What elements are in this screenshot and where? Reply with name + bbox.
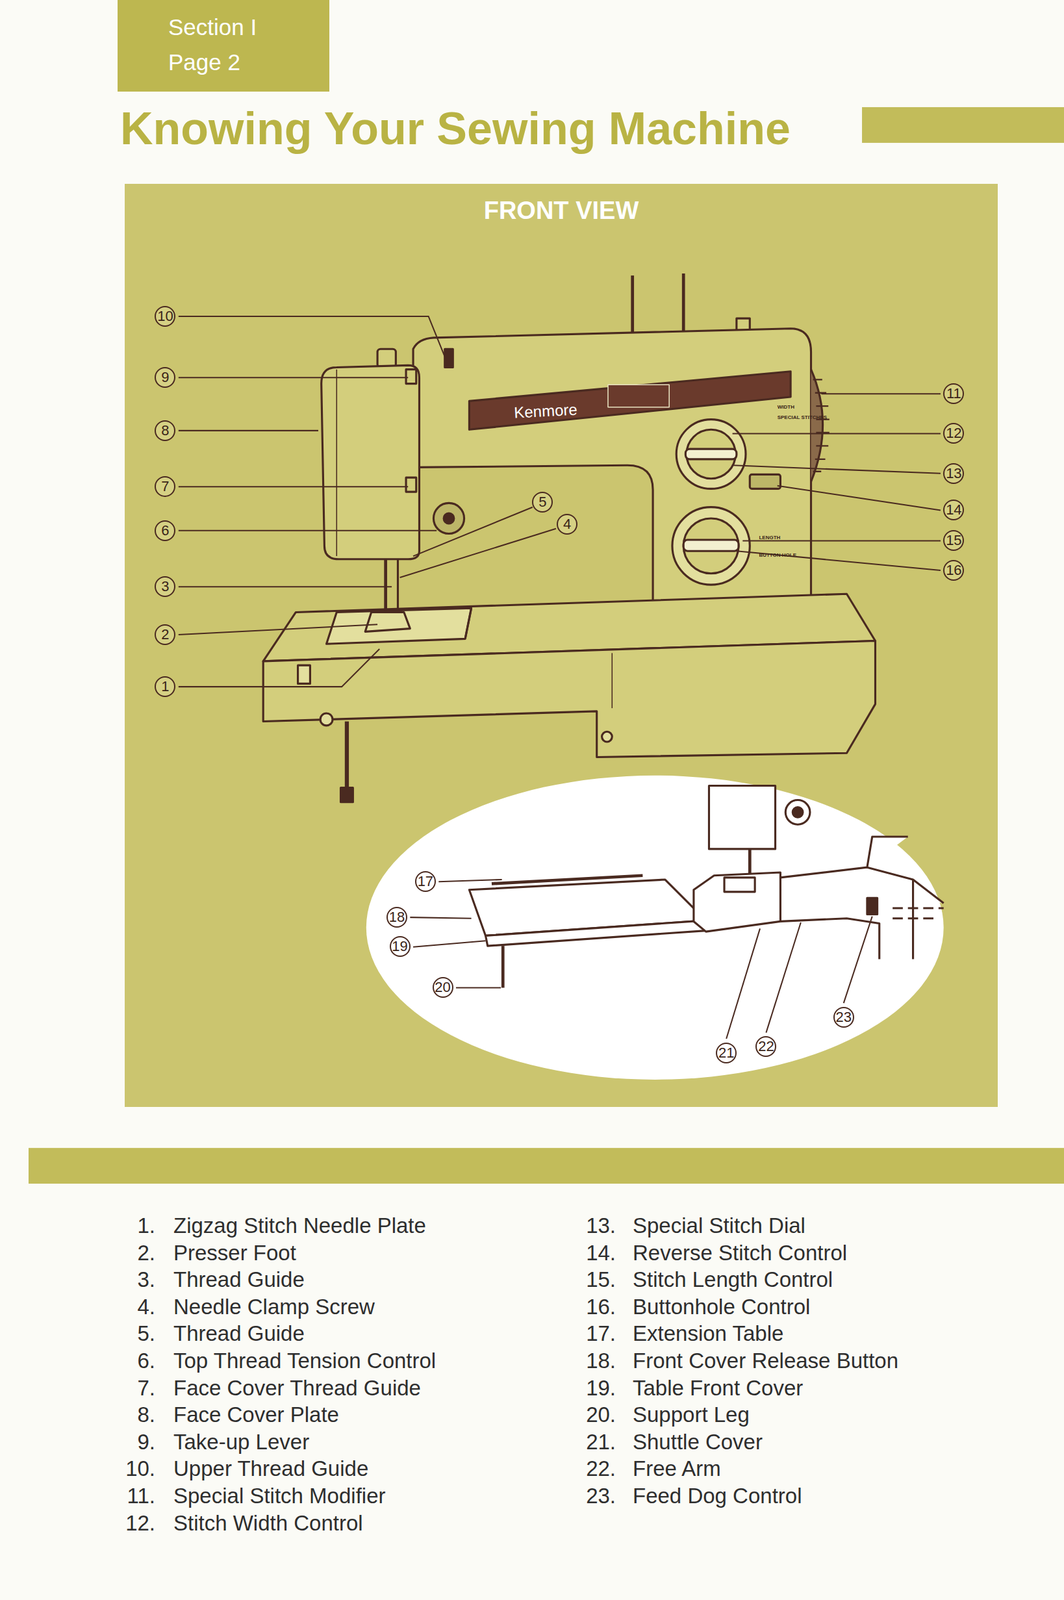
callout-number: 20 — [432, 976, 454, 998]
separator-bar — [28, 1147, 1064, 1184]
callout-number: 11 — [943, 383, 964, 405]
part-name: Stitch Length Control — [632, 1267, 833, 1292]
part-number: 9. — [109, 1429, 156, 1455]
part-name: Support Leg — [632, 1402, 750, 1428]
part-number: 11. — [109, 1483, 156, 1509]
title-bar — [861, 107, 1064, 143]
part-number: 12. — [109, 1510, 156, 1536]
part-name: Feed Dog Control — [632, 1483, 802, 1509]
part-name: Face Cover Plate — [173, 1402, 340, 1428]
callout-number: 22 — [755, 1036, 777, 1057]
part-name: Shuttle Cover — [632, 1429, 763, 1455]
part-name: Upper Thread Guide — [173, 1456, 369, 1482]
dial-marking: LENGTH — [758, 534, 781, 541]
callout-number: 21 — [715, 1042, 737, 1064]
part-name: Thread Guide — [173, 1321, 305, 1346]
part-number: 19. — [570, 1375, 616, 1401]
callout-number: 14 — [943, 499, 964, 521]
part-name: Presser Foot — [173, 1240, 297, 1266]
node-text: Section I — [168, 14, 257, 41]
callout-number: 8 — [154, 420, 176, 442]
part-name: Thread Guide — [173, 1267, 305, 1292]
part-name: Take-up Lever — [173, 1429, 310, 1455]
callout-number: 16 — [943, 559, 964, 581]
callout-number: 3 — [154, 576, 176, 597]
callout-number: 17 — [415, 871, 436, 892]
part-name: Buttonhole Control — [632, 1294, 811, 1320]
part-name: Needle Clamp Screw — [173, 1294, 375, 1320]
part-name: Special Stitch Dial — [632, 1213, 806, 1239]
part-number: 13. — [570, 1213, 616, 1239]
callout-number: 4 — [556, 513, 578, 535]
callout-number: 23 — [833, 1006, 855, 1028]
part-name: Free Arm — [632, 1456, 722, 1482]
part-number: 3. — [109, 1267, 156, 1292]
part-number: 5. — [109, 1321, 156, 1346]
part-number: 6. — [109, 1348, 156, 1374]
dial-marking: SPECIAL STITCHES — [777, 414, 827, 421]
part-name: Extension Table — [632, 1321, 784, 1346]
part-name: Top Thread Tension Control — [173, 1348, 436, 1374]
part-number: 7. — [109, 1375, 156, 1401]
part-number: 16. — [570, 1294, 616, 1320]
part-number: 10. — [109, 1456, 156, 1482]
part-number: 17. — [570, 1321, 616, 1346]
page-title: Knowing Your Sewing Machine — [120, 102, 791, 155]
callout-number: 18 — [386, 906, 408, 928]
callout-number: 6 — [154, 520, 176, 542]
inset-ellipse — [366, 775, 944, 1080]
part-number: 8. — [109, 1402, 156, 1428]
part-number: 22. — [570, 1456, 616, 1482]
part-name: Table Front Cover — [632, 1375, 803, 1401]
callout-number: 2 — [154, 624, 176, 646]
part-name: Face Cover Thread Guide — [173, 1375, 421, 1401]
part-number: 23. — [570, 1483, 616, 1509]
dial-marking: WIDTH — [777, 404, 795, 410]
part-number: 21. — [570, 1429, 616, 1455]
callout-number: 9 — [154, 367, 176, 388]
callout-number: 7 — [154, 476, 176, 497]
part-name: Special Stitch Modifier — [173, 1483, 386, 1509]
callout-number: 5 — [532, 491, 553, 513]
part-name: Stitch Width Control — [173, 1510, 364, 1536]
node-text: Page 2 — [168, 49, 241, 76]
part-number: 2. — [109, 1240, 156, 1266]
callout-number: 1 — [154, 676, 176, 697]
part-name: Zigzag Stitch Needle Plate — [173, 1213, 427, 1239]
part-number: 1. — [109, 1213, 156, 1239]
part-number: 15. — [570, 1267, 616, 1292]
callout-number: 12 — [943, 422, 964, 444]
callout-number: 10 — [154, 305, 176, 327]
part-number: 20. — [570, 1402, 616, 1428]
callout-number: 13 — [943, 463, 964, 484]
part-number: 18. — [570, 1348, 616, 1374]
node-text: FRONT VIEW — [124, 196, 998, 225]
callout-number: 15 — [943, 530, 964, 551]
callout-number: 19 — [389, 936, 411, 957]
dial-marking: BUTTON HOLE — [758, 552, 797, 558]
section-tab: Section I Page 2 — [117, 0, 330, 92]
part-number: 14. — [570, 1240, 616, 1266]
part-number: 4. — [109, 1294, 156, 1320]
part-name: Front Cover Release Button — [632, 1348, 899, 1374]
part-name: Reverse Stitch Control — [632, 1240, 848, 1266]
brand-name: Kenmore — [513, 400, 579, 422]
